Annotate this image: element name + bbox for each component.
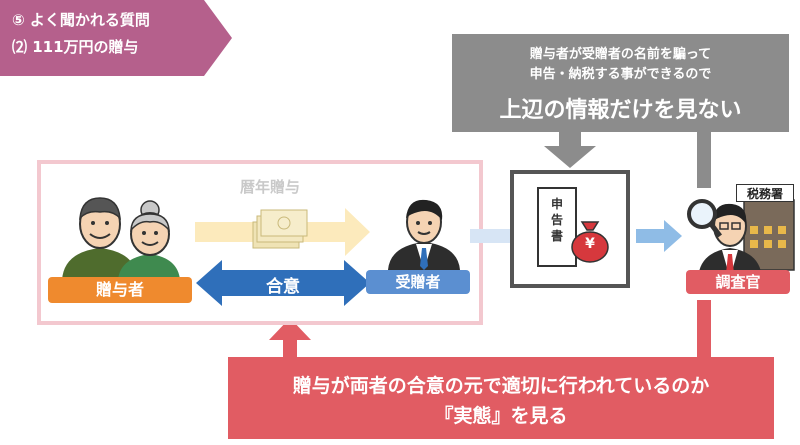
yen-symbol: ¥	[585, 236, 595, 252]
tax-office-sign: 税務署	[736, 184, 794, 202]
magnifier-icon	[687, 199, 722, 238]
red-callout-line-1: 贈与が両者の合意の元で適切に行われているのか	[292, 375, 710, 397]
giver-label: 贈与者	[48, 277, 192, 303]
receiver-icon	[388, 199, 460, 270]
money-bag-icon	[571, 221, 609, 263]
gray-callout-line-1: 贈与者が受贈者の名前を騙って	[529, 47, 712, 62]
giver-couple-icon	[62, 197, 180, 280]
tag-line-1: ⑤ よく聞かれる質問	[12, 11, 150, 29]
gray-callout-line-2: 申告・納税する事ができるので	[529, 67, 712, 82]
gray-arm-to-inspector	[697, 132, 711, 188]
money-stack-icon	[252, 209, 308, 249]
agreement-double-arrow	[196, 260, 370, 306]
inspector-label: 調査官	[686, 270, 790, 294]
red-callout-line-2: 『実態』を見る	[434, 405, 568, 427]
annual-gift-arrow	[195, 208, 370, 256]
section-tag	[0, 0, 232, 76]
red-arrow-to-agreement	[269, 318, 311, 357]
document-label: 申告書	[550, 197, 563, 243]
tax-return-icon	[537, 187, 577, 267]
red-arm-from-inspector	[697, 300, 711, 358]
faded-arrow-to-document	[470, 229, 510, 243]
gray-callout-heading: 上辺の情報だけを見ない	[499, 98, 742, 123]
tag-line-2: ⑵ 111万円の贈与	[12, 38, 139, 56]
receiver-label: 受贈者	[366, 270, 470, 294]
arrow-to-inspector	[636, 220, 682, 252]
red-callout: 贈与が両者の合意の元で適切に行われているのか 『実態』を見る	[228, 357, 774, 439]
agreement-label: 合意	[266, 277, 300, 297]
gray-callout: 贈与者が受贈者の名前を騙って 申告・納税する事ができるので 上辺の情報だけを見な…	[452, 34, 789, 132]
gray-arrow-to-document	[544, 132, 596, 168]
annual-gift-label: 暦年贈与	[240, 178, 301, 196]
